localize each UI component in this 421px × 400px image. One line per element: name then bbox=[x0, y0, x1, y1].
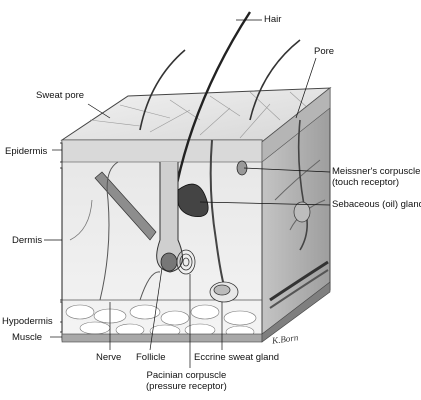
epidermis-side bbox=[261, 87, 331, 163]
label-meissner-line2: (touch receptor) bbox=[332, 177, 400, 188]
label-pacinian-line1: Pacinian corpuscle bbox=[146, 370, 227, 381]
nerve-fiber bbox=[99, 161, 119, 301]
label-eccrine: Eccrine sweat gland bbox=[194, 352, 280, 363]
label-dermis: Dermis bbox=[12, 235, 43, 246]
label-pacinian-line2: (pressure receptor) bbox=[146, 381, 227, 392]
label-muscle: Muscle bbox=[12, 332, 43, 343]
hair-shaft-left bbox=[139, 49, 186, 131]
label-meissner-line1: Meissner's corpuscle bbox=[332, 166, 421, 177]
pacinian-corpuscle bbox=[176, 249, 196, 275]
label-nerve: Nerve bbox=[96, 352, 122, 363]
label-hypodermis: Hypodermis bbox=[2, 316, 53, 327]
label-sweat-pore: Sweat pore bbox=[36, 90, 85, 101]
label-sebaceous: Sebaceous (oil) gland bbox=[332, 199, 421, 210]
label-follicle: Follicle bbox=[136, 352, 166, 363]
hypodermis-fat bbox=[65, 304, 257, 339]
muscle-side bbox=[261, 281, 331, 343]
hair-shaft-right bbox=[249, 39, 301, 121]
sebaceous-gland bbox=[177, 183, 209, 217]
leader-lines bbox=[44, 19, 331, 368]
label-pore: Pore bbox=[314, 46, 335, 57]
epidermis-layer bbox=[61, 139, 263, 163]
eccrine-gland-coil bbox=[209, 281, 239, 303]
label-pacinian: Pacinian corpuscle (pressure receptor) bbox=[146, 370, 227, 392]
hair-follicle bbox=[156, 162, 183, 273]
label-hair: Hair bbox=[264, 14, 282, 25]
muscle-layer bbox=[61, 333, 263, 343]
sweat-duct bbox=[209, 139, 225, 287]
label-meissner: Meissner's corpuscle (touch receptor) bbox=[332, 166, 420, 188]
arrector-pili-muscle bbox=[94, 171, 157, 241]
label-epidermis: Epidermis bbox=[5, 146, 48, 157]
